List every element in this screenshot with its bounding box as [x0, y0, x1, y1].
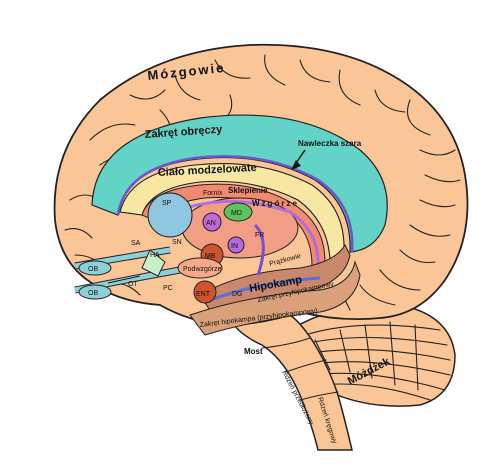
parahippocampal-gyrus — [189, 260, 361, 336]
olfactory-tracts — [74, 246, 181, 300]
brainstem — [228, 314, 353, 451]
label-ob-upper: OB — [88, 266, 98, 273]
label-wzgorze: Wzgórze — [252, 199, 299, 208]
label-ot: OT — [128, 281, 138, 288]
label-an: AN — [206, 220, 216, 227]
stria-terminalis — [179, 199, 320, 269]
label-ob-lower: OB — [88, 290, 98, 297]
label-ha: HA — [150, 252, 160, 259]
label-most: Most — [244, 347, 263, 356]
label-fornix: Fornix — [203, 190, 223, 197]
habenula-region — [141, 249, 166, 277]
anterior-nucleus — [202, 212, 222, 232]
label-pc: PC — [163, 285, 173, 292]
label-ent: ENT — [196, 291, 211, 298]
label-in: IN — [231, 243, 238, 250]
label-mb: MB — [205, 253, 216, 260]
ot-pointer — [107, 275, 141, 284]
label-sn: SN — [172, 239, 182, 246]
label-sp: SP — [162, 200, 172, 207]
label-cialo-modzelowate: Ciało modzelowate — [158, 162, 258, 179]
intralaminar-nucleus — [227, 236, 245, 254]
mediodorsal-nucleus — [223, 202, 253, 222]
cingulate-gyrus — [91, 114, 388, 253]
hypothalamus — [177, 257, 223, 279]
label-md: MD — [231, 210, 242, 217]
amygdala — [193, 280, 217, 304]
label-nawleczka-szara: Nawleczka szara — [298, 139, 362, 148]
label-dg: DG — [232, 291, 243, 298]
indusium-griseum — [116, 155, 354, 253]
indusium-arrowhead — [291, 160, 301, 170]
dentate-band — [209, 276, 321, 302]
label-sa: SA — [131, 240, 141, 247]
label-zakret-obreczy: Zakręt obręczy — [144, 124, 223, 141]
septum — [147, 192, 193, 238]
label-sklepienie: Sklepienie — [228, 186, 268, 195]
label-podwzgorze: Podwzgórze — [183, 266, 222, 273]
fornix-column — [253, 223, 265, 276]
label-fr: FR — [255, 232, 264, 239]
